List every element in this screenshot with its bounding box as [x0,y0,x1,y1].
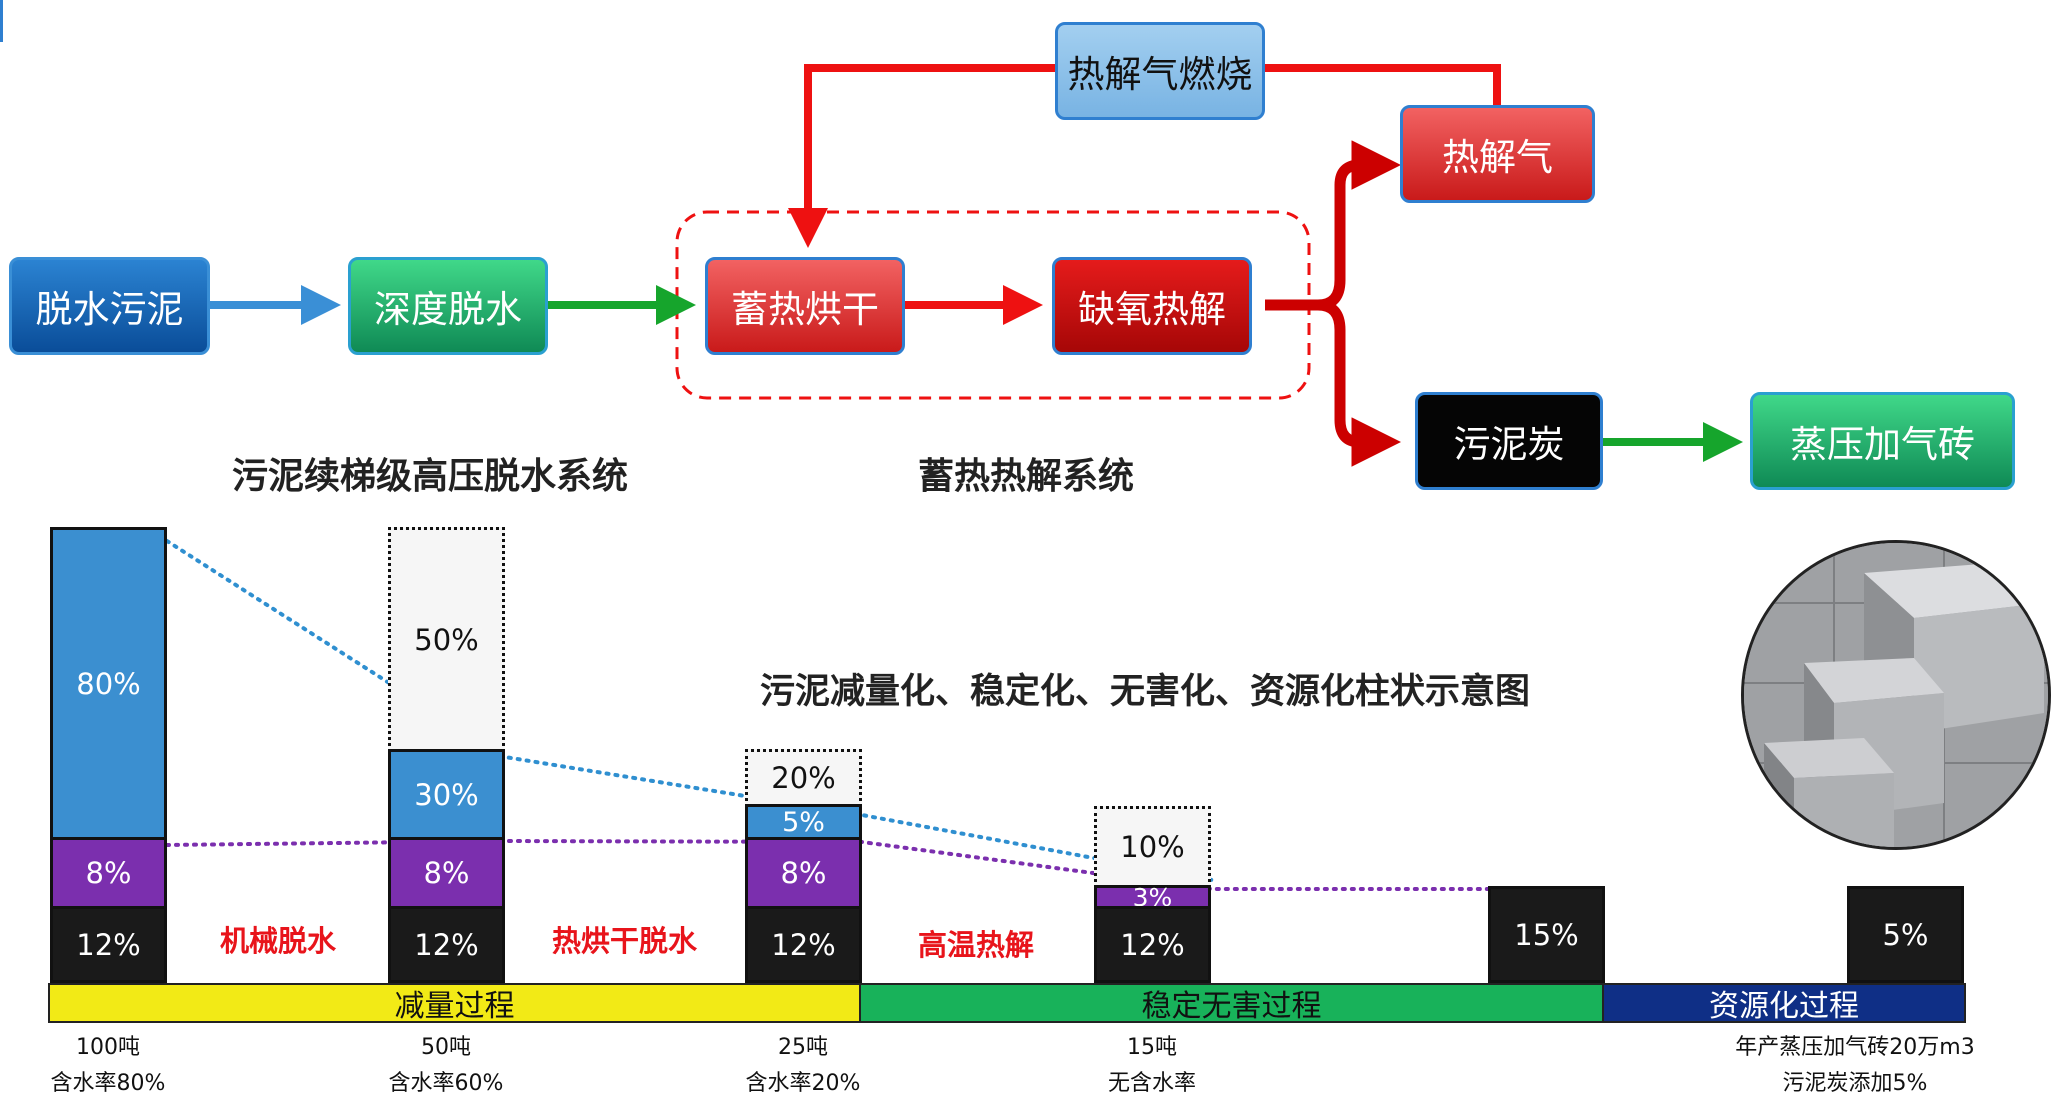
c3-caption-moisture: 含水率20% [745,1071,861,1096]
c4-caption: 15吨 无含水率 [1022,1030,1282,1102]
c1-segment-water: 80% [50,527,167,840]
c2-segment-water: 30% [388,749,505,840]
c4-segment-inorganic: 12% [1094,906,1211,983]
water-trend-line [165,539,1214,882]
c6-caption-char-ratio: 污泥炭添加5% [1782,1071,1928,1096]
brick-blocks-drawing [1744,543,2048,847]
node-deep-dewatering: 深度脱水 [348,257,548,355]
c3-caption-tonnage: 25吨 [778,1035,828,1060]
c1-segment-inorganic: 12% [50,906,167,983]
label-pyrolysis-system: 蓄热热解系统 [918,456,1135,497]
c4-segment-removed: 10% [1094,806,1211,888]
node-pyrolysis-gas-combustion: 热解气燃烧 [1055,22,1265,120]
edge-marker [0,0,3,42]
arrow-pyrolysis-to-gas [1265,140,1401,311]
c3-caption: 25吨 含水率20% [673,1030,933,1102]
arrow-combustion-to-drying [788,64,1055,248]
c3-segment-removed: 20% [745,749,862,807]
arrow-gas-to-combustion [1265,64,1501,105]
node-regenerative-drying: 蓄热烘干 [705,257,905,355]
aerated-brick-photo [1741,540,2051,850]
stage-label-drying: 热烘干脱水 [552,924,698,958]
c1-segment-organic: 8% [50,837,167,909]
label-dewatering-system: 污泥续梯级高压脱水系统 [232,456,629,497]
chart-title: 污泥减量化、稳定化、无害化、资源化柱状示意图 [760,672,1531,712]
c2-segment-removed: 50% [388,527,505,752]
node-sludge-char: 污泥炭 [1415,392,1603,490]
c6-segment-inorganic: 5% [1847,886,1964,983]
c2-caption-moisture: 含水率60% [388,1071,504,1096]
node-anoxic-pyrolysis: 缺氧热解 [1052,257,1252,355]
c5-segment-inorganic: 15% [1488,886,1605,983]
c2-caption: 50吨 含水率60% [316,1030,576,1102]
c3-segment-water: 5% [745,804,862,840]
c4-caption-tonnage: 15吨 [1127,1035,1177,1060]
c2-caption-tonnage: 50吨 [421,1035,471,1060]
c2-segment-organic: 8% [388,837,505,909]
c1-caption-moisture: 含水率80% [50,1071,166,1096]
c4-caption-moisture: 无含水率 [1107,1071,1196,1096]
c1-caption: 100吨 含水率80% [0,1030,238,1102]
stage-label-pyrolysis: 高温热解 [918,928,1035,962]
band-stabilization: 稳定无害过程 [859,983,1604,1024]
c3-segment-organic: 8% [745,837,862,909]
stage-label-mechanical: 机械脱水 [220,924,337,958]
c2-segment-inorganic: 12% [388,906,505,983]
band-resource: 资源化过程 [1602,983,1966,1024]
node-dewatered-sludge: 脱水污泥 [9,257,210,355]
node-pyrolysis-gas: 热解气 [1400,105,1595,203]
c6-caption: 年产蒸压加气砖20万m3 污泥炭添加5% [1705,1030,2005,1102]
node-autoclaved-brick: 蒸压加气砖 [1750,392,2015,490]
c6-caption-output: 年产蒸压加气砖20万m3 [1735,1035,1975,1060]
band-reduction: 减量过程 [48,983,861,1024]
c3-segment-inorganic: 12% [745,906,862,983]
c1-caption-tonnage: 100吨 [76,1035,140,1060]
arrow-pyrolysis-to-char [1317,299,1401,467]
